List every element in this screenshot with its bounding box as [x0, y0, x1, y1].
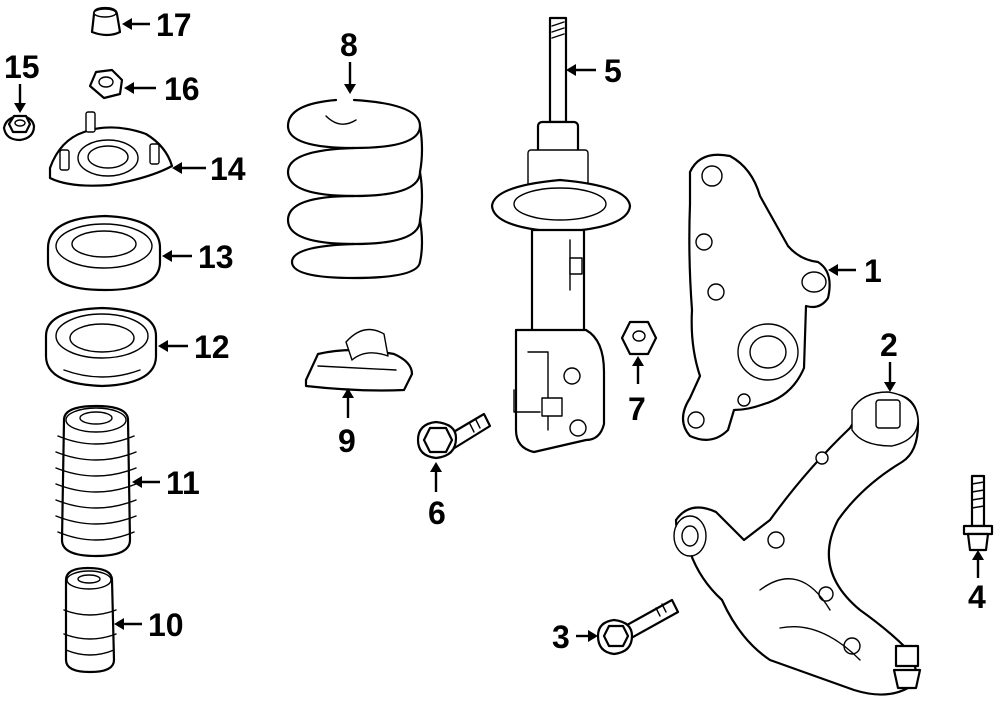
callout-9: 9	[338, 423, 356, 459]
callout-17: 17	[156, 7, 192, 43]
callout-arrows	[14, 18, 984, 642]
callout-15: 15	[4, 49, 40, 85]
part-4-bolt	[962, 474, 994, 552]
part-10-bump-stop	[63, 566, 117, 674]
callout-4: 4	[968, 579, 986, 615]
part-9-spring-insulator	[304, 328, 414, 392]
callout-6: 6	[428, 495, 446, 531]
callout-11: 11	[166, 465, 200, 501]
part-17-bump-cap	[90, 6, 122, 37]
part-15-flange-nut	[2, 114, 36, 142]
part-7-nut	[620, 320, 658, 356]
part-8-coil-spring	[286, 98, 424, 280]
callout-5: 5	[604, 53, 622, 89]
callout-7: 7	[628, 391, 646, 427]
callout-14: 14	[210, 151, 246, 187]
callout-labels: 1 2 3 4 5 6 7 8 9 10 11 12 13 14 15 16 1…	[4, 7, 986, 655]
part-6-bolt	[416, 412, 492, 460]
part-2-lower-control-arm	[673, 391, 922, 696]
part-5-strut-assembly	[490, 16, 632, 454]
callout-12: 12	[194, 329, 230, 365]
callout-8: 8	[340, 27, 358, 63]
callout-13: 13	[198, 239, 234, 275]
callout-3: 3	[552, 619, 570, 655]
callout-1: 1	[864, 253, 882, 289]
part-14-strut-mount	[48, 111, 174, 187]
callout-10: 10	[148, 607, 184, 643]
part-3-bolt	[596, 598, 680, 656]
callout-2: 2	[880, 327, 898, 363]
part-12-spring-seat	[44, 306, 158, 388]
part-1-steering-knuckle	[681, 153, 831, 441]
part-11-dust-boot	[55, 404, 137, 558]
callout-16: 16	[164, 71, 200, 107]
part-13-bearing	[46, 214, 162, 292]
part-16-nut	[88, 68, 124, 100]
